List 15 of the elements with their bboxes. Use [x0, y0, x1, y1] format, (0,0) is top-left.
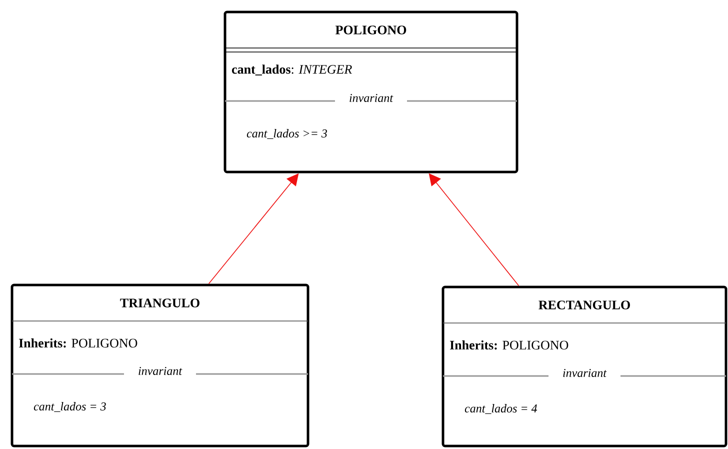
class-name: TRIANGULO: [120, 298, 200, 308]
class-box: [224, 10, 518, 174]
invariant-text: cant_lados = 3: [34, 402, 106, 412]
class-name: RECTANGULO: [538, 300, 630, 310]
section-label: invariant: [350, 94, 394, 102]
section-label: invariant: [563, 368, 607, 378]
attribute-text: cant_lados: INTEGER: [232, 64, 352, 76]
class-name: POLIGONO: [335, 26, 406, 34]
attribute-text: Inherits: POLIGONO: [18, 338, 138, 348]
invariant-text: cant_lados = 4: [464, 404, 538, 414]
section-label: invariant: [138, 366, 182, 376]
class-box: [10, 284, 310, 448]
invariant-text: cant_lados >= 3: [246, 129, 327, 139]
class-box: [442, 286, 728, 448]
attribute-text: Inherits: POLIGONO: [450, 340, 568, 350]
